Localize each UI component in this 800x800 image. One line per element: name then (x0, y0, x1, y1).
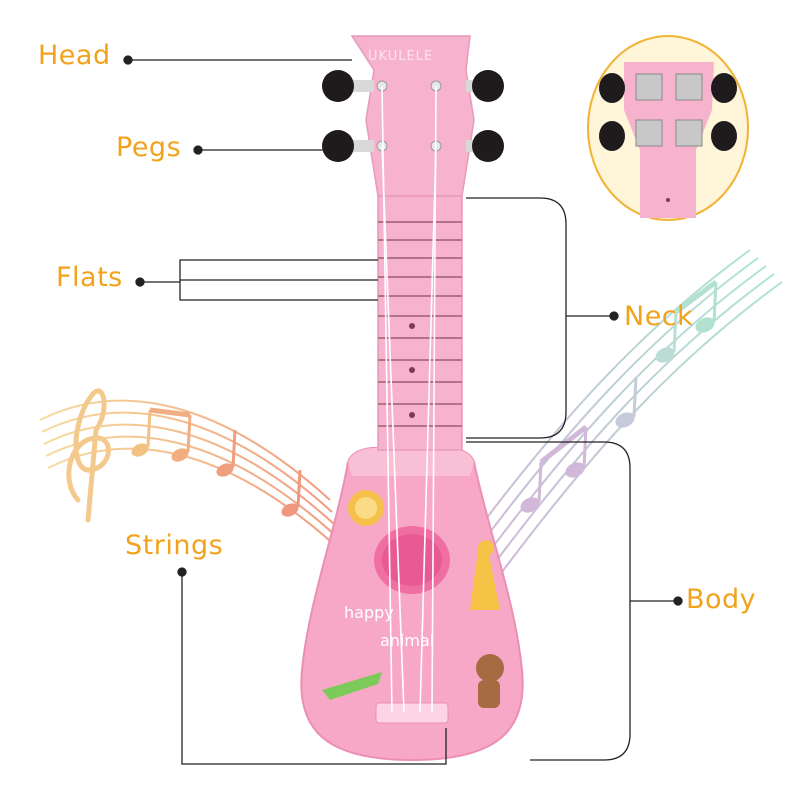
headstock-text: UKULELE (368, 49, 433, 64)
neck-leader-dot (609, 311, 619, 321)
label-neck: Neck (624, 301, 694, 332)
neck-leader-bracket (466, 197, 567, 439)
treble-clef-icon (66, 388, 111, 523)
frets (378, 221, 462, 427)
body-leader-dot (673, 596, 683, 606)
ukulele-strings (381, 85, 437, 713)
label-pegs: Pegs (116, 132, 182, 163)
leader-lines (123, 55, 683, 765)
tuning-pegs (322, 70, 504, 162)
label-head: Head (38, 40, 111, 71)
fret-markers (409, 323, 415, 418)
music-notes-left (39, 388, 339, 549)
strings-leader-line (181, 572, 447, 765)
music-notes-right (469, 249, 783, 573)
bridge (375, 702, 449, 724)
body-text-happy: happy (344, 603, 394, 622)
ukulele-neck (377, 195, 463, 451)
body-text-animal: animal (380, 631, 434, 650)
headstock-closeup-inset (587, 35, 749, 221)
label-flats: Flats (56, 262, 123, 293)
label-strings: Strings (125, 530, 224, 561)
ukulele-illustration: happy animal UKULELE (300, 35, 524, 762)
label-body: Body (686, 584, 757, 615)
